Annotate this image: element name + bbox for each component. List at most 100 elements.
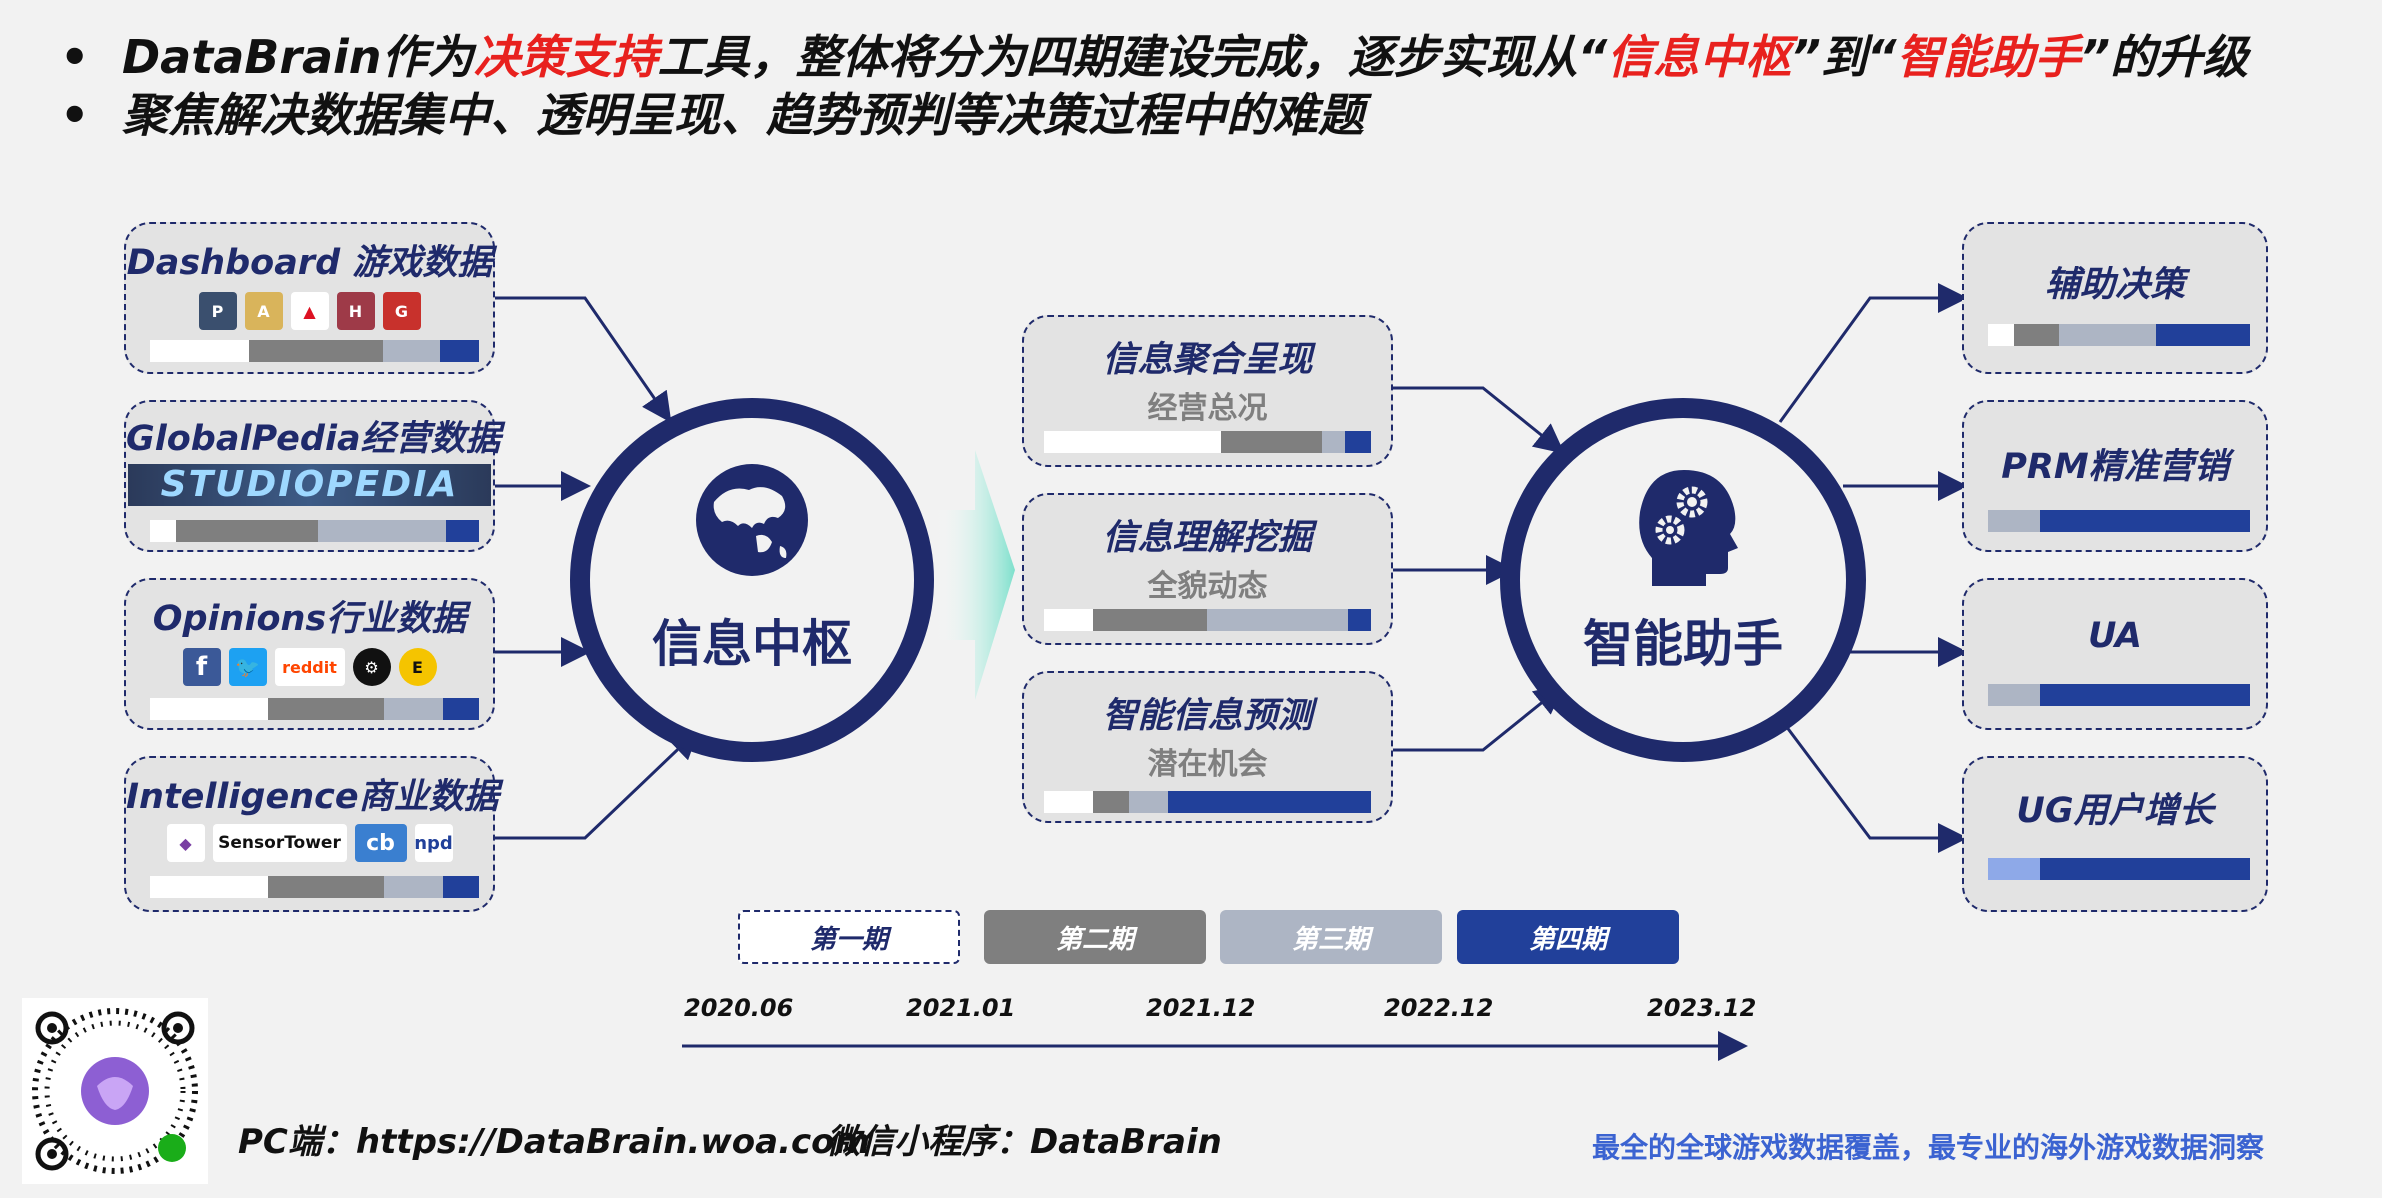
game-icons: P A ▲ H G [126, 292, 493, 330]
bar-segment [1988, 324, 2015, 346]
headline-text: DataBrain作为决策支持工具，整体将分为四期建设完成，逐步实现从“信息中枢… [122, 30, 2248, 84]
date-label: 2021.01 [906, 994, 1016, 1022]
bar-segment [1093, 609, 1208, 631]
bar-segment [1344, 431, 1371, 453]
hub-label: 信息中枢 [652, 615, 852, 673]
phase-1[interactable]: 第一期 [738, 910, 960, 964]
source-box-intelligence[interactable]: Intelligence商业数据 ◆ SensorTower cb npd [124, 756, 499, 912]
hub-circle: 信息中枢 [570, 398, 934, 762]
sensortower-icon: SensorTower [212, 824, 347, 862]
header-bullets: •DataBrain作为决策支持工具，整体将分为四期建设完成，逐步实现从“信息中… [60, 28, 2248, 144]
phase-3[interactable]: 第三期 [1220, 910, 1442, 964]
qr-code-icon [32, 1008, 198, 1174]
middle-subtitle: 潜在机会 [1147, 747, 1268, 782]
progress-bar [150, 340, 479, 362]
middle-subtitle: 全貌动态 [1147, 569, 1268, 604]
bar-segment [317, 520, 447, 542]
bar-segment [1093, 791, 1130, 813]
highlight-text: 信息中枢 [1607, 30, 1792, 84]
brain-gears-icon [1639, 470, 1738, 586]
progress-bar [1988, 858, 2250, 880]
bar-segment [150, 340, 249, 362]
reddit-icon: reddit [274, 648, 345, 686]
headline-segment: ”的升级 [2080, 30, 2249, 84]
bar-segment [442, 698, 479, 720]
steam-icon: ⚙ [352, 648, 391, 686]
girl-icon: G [382, 292, 421, 330]
progress-bar [150, 698, 479, 720]
twitter-icon: 🐦 [228, 648, 267, 686]
source-title: Opinions行业数据 [152, 599, 467, 639]
bar-segment [2155, 324, 2250, 346]
bar-segment [2040, 510, 2250, 532]
bar-segment [1988, 858, 2041, 880]
bar-segment [440, 340, 479, 362]
npd-icon: npd [414, 824, 453, 862]
bar-segment [2058, 324, 2156, 346]
subline-text: 聚焦解决数据集中、透明呈现、趋势预判等决策过程中的难题 [122, 88, 1364, 142]
assistant-label: 智能助手 [1583, 615, 1783, 673]
bar-segment [1348, 609, 1371, 631]
progress-bar [1988, 684, 2250, 706]
output-box-ug[interactable]: UG用户增长 [1962, 756, 2268, 912]
source-title: GlobalPedia经营数据 [126, 419, 501, 459]
qr-code[interactable] [22, 998, 208, 1184]
output-box-decision[interactable]: 辅助决策 [1962, 222, 2268, 374]
headline-segment: ”到“ [1791, 30, 1897, 84]
phase-2[interactable]: 第二期 [984, 910, 1206, 964]
middle-subtitle: 经营总况 [1147, 391, 1268, 426]
source-box-globalpedia[interactable]: GlobalPedia经营数据 STUDIOPEDIA [124, 400, 501, 552]
epic-icon: E [398, 648, 437, 686]
bar-segment [442, 876, 479, 898]
bullet-line-1: •DataBrain作为决策支持工具，整体将分为四期建设完成，逐步实现从“信息中… [60, 30, 2249, 84]
progress-bar [1044, 791, 1371, 813]
middle-box-aggregate[interactable]: 信息聚合呈现 经营总况 [1022, 315, 1393, 467]
social-icons: f 🐦 reddit ⚙ E [126, 648, 493, 686]
output-title: UA [2088, 616, 2142, 656]
date-label: 2021.12 [1146, 994, 1256, 1022]
bar-segment [2040, 858, 2250, 880]
bar-segment [1321, 431, 1345, 453]
output-title: 辅助决策 [2044, 265, 2185, 305]
source-title: Intelligence商业数据 [126, 777, 499, 817]
date-label: 2022.12 [1384, 994, 1494, 1022]
middle-title: 智能信息预测 [1102, 696, 1313, 736]
source-box-dashboard[interactable]: Dashboard 游戏数据 P A ▲ H G [124, 222, 495, 374]
middle-box-understand[interactable]: 信息理解挖掘 全貌动态 [1022, 493, 1393, 645]
highlight-text: 决策支持 [473, 30, 658, 84]
bar-segment [1044, 609, 1094, 631]
appannie-icon: ◆ [166, 824, 205, 862]
headline-segment: DataBrain作为 [122, 30, 474, 84]
cb-icon: cb [354, 824, 407, 862]
pc-url[interactable]: PC端：https://DataBrain.woa.com [238, 1122, 870, 1162]
assistant-circle: 智能助手 [1500, 398, 1866, 762]
source-title: Dashboard 游戏数据 [126, 243, 493, 283]
flow-arrow-icon [935, 450, 1015, 700]
source-box-opinions[interactable]: Opinions行业数据 f 🐦 reddit ⚙ E [124, 578, 495, 730]
bar-segment [2040, 684, 2250, 706]
bar-segment [383, 698, 443, 720]
bar-segment [1988, 684, 2041, 706]
pubg-icon: P [198, 292, 237, 330]
date-label: 2023.12 [1647, 994, 1757, 1022]
bar-segment [268, 876, 384, 898]
bar-segment [150, 520, 177, 542]
bar-segment [1220, 431, 1322, 453]
globe-icon [696, 464, 808, 576]
slogan: 最全的全球游戏数据覆盖，最专业的海外游戏数据洞察 [1592, 1131, 2265, 1164]
phase-4[interactable]: 第四期 [1457, 910, 1679, 964]
bar-segment [446, 520, 479, 542]
output-box-prm[interactable]: PRM精准营销 [1962, 400, 2268, 552]
bar-segment [176, 520, 318, 542]
output-box-ua[interactable]: UA [1962, 578, 2268, 730]
bar-segment [2014, 324, 2059, 346]
intel-icons: ◆ SensorTower cb npd [126, 824, 493, 862]
date-label: 2020.06 [684, 994, 794, 1022]
bar-segment [1129, 791, 1169, 813]
bullet-line-2: •聚焦解决数据集中、透明呈现、趋势预判等决策过程中的难题 [60, 88, 1364, 142]
progress-bar [1988, 324, 2250, 346]
progress-bar [150, 520, 479, 542]
bar-segment [248, 340, 384, 362]
middle-box-predict[interactable]: 智能信息预测 潜在机会 [1022, 671, 1393, 823]
